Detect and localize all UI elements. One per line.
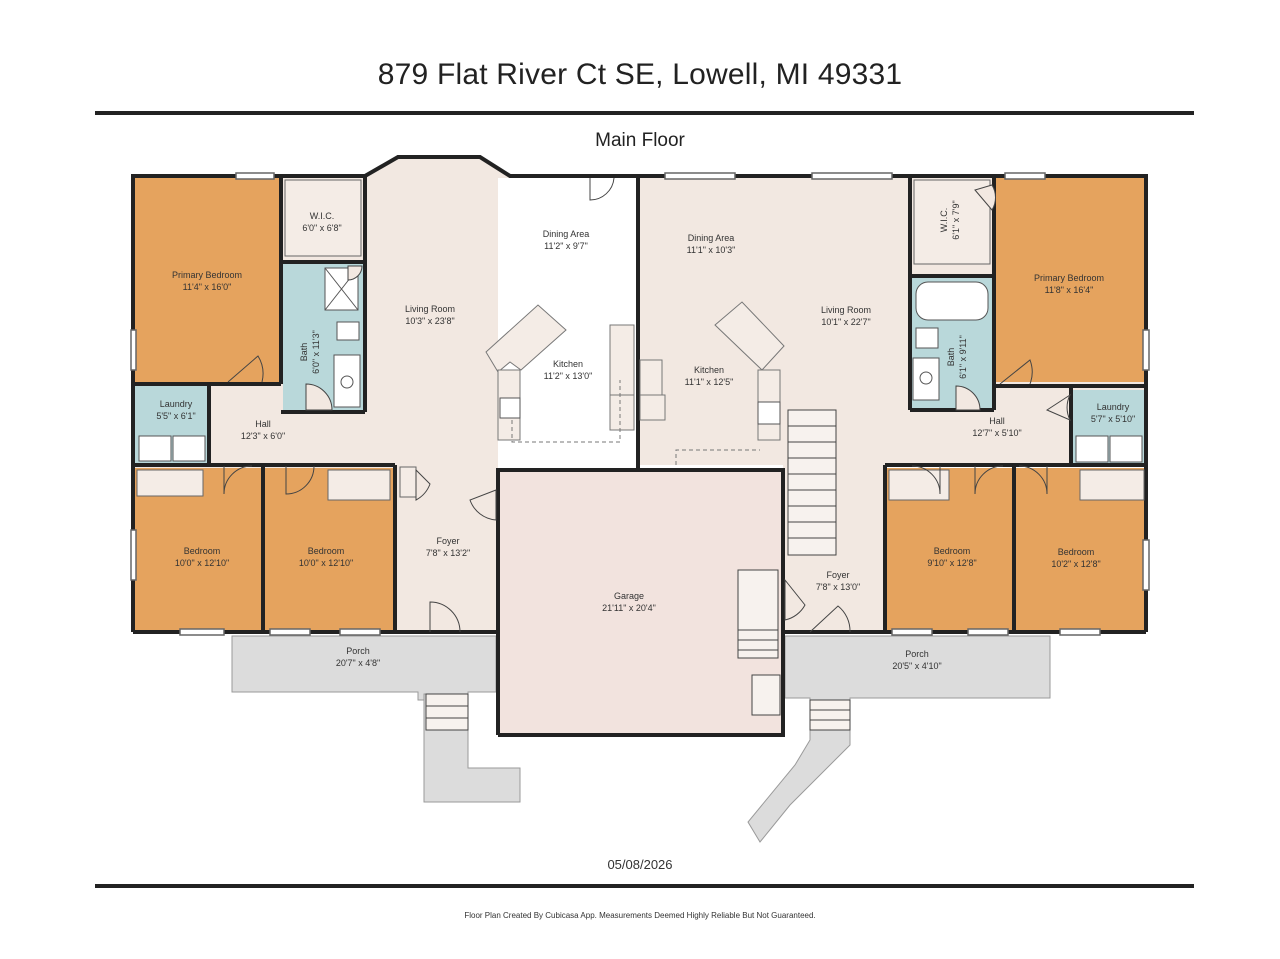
room-dimensions: 11'2" x 13'0" (544, 371, 593, 381)
room-label-garage: Garage 21'11" x 20'4" (602, 591, 656, 613)
room-label-w-foyer: Foyer 7'8" x 13'2" (426, 536, 470, 558)
room-name: Hall (989, 416, 1005, 426)
room-label-e-kitchen: Kitchen 11'1" x 12'5" (685, 365, 734, 387)
room-name: Living Room (821, 305, 871, 315)
room-label-e-laundry: Laundry 5'7" x 5'10" (1091, 402, 1135, 424)
room-name: Hall (255, 419, 271, 429)
room-dimensions: 7'8" x 13'2" (426, 548, 470, 558)
room-name: Porch (346, 646, 370, 656)
room-name: Primary Bedroom (172, 270, 242, 280)
room-dimensions: 11'1" x 12'5" (685, 377, 734, 387)
room-label-e-hall: Hall 12'7" x 5'10" (972, 416, 1021, 438)
door-leaves (305, 184, 1072, 621)
e-primary-bedroom-floor (994, 178, 1144, 382)
room-name: W.I.C. (310, 211, 335, 221)
porch-areas (231, 635, 1051, 843)
room-dimensions: 6'1" x 7'9" (951, 200, 961, 239)
room-dimensions: 21'11" x 20'4" (602, 603, 656, 613)
room-label-e-bedroom-1: Bedroom 9'10" x 12'8" (927, 546, 976, 568)
room-name: Laundry (1097, 402, 1130, 412)
footer-disclaimer: Floor Plan Created By Cubicasa App. Meas… (464, 911, 816, 920)
bath-fixtures (324, 267, 989, 408)
room-label-w-laundry: Laundry 5'5" x 6'1" (156, 399, 195, 421)
room-label-e-dining-area: Dining Area 11'1" x 10'3" (687, 233, 736, 255)
room-name: Foyer (436, 536, 459, 546)
room-label-w-bedroom-2: Bedroom 10'0" x 12'10" (299, 546, 353, 568)
room-dimensions: 10'2" x 12'8" (1051, 559, 1100, 569)
room-label-w-primary-bedroom: Primary Bedroom 11'4" x 16'0" (172, 270, 242, 292)
room-name: Bedroom (934, 546, 971, 556)
room-label-e-primary-bedroom: Primary Bedroom 11'8" x 16'4" (1034, 273, 1104, 295)
room-label-w-porch: Porch 20'7" x 4'8" (336, 646, 380, 668)
room-dimensions: 6'0" x 11'3" (311, 330, 321, 374)
room-dimensions: 5'7" x 5'10" (1091, 414, 1135, 424)
room-dimensions: 5'5" x 6'1" (156, 411, 195, 421)
plan-date: 05/08/2026 (607, 857, 673, 872)
page-title: 879 Flat River Ct SE, Lowell, MI 49331 (377, 58, 903, 91)
room-label-e-bedroom-2: Bedroom 10'2" x 12'8" (1051, 547, 1100, 569)
room-name: Primary Bedroom (1034, 273, 1104, 283)
room-dimensions: 12'3" x 6'0" (241, 431, 285, 441)
room-dimensions: 10'3" x 23'8" (405, 316, 454, 326)
room-label-w-kitchen: Kitchen 11'2" x 13'0" (544, 359, 593, 381)
bottom-divider (95, 884, 1194, 888)
room-dimensions: 11'8" x 16'4" (1045, 285, 1094, 295)
room-label-e-foyer: Foyer 7'8" x 13'0" (816, 570, 860, 592)
room-name: Living Room (405, 304, 455, 314)
closets (136, 179, 1145, 501)
w-primary-bedroom-floor (135, 178, 279, 382)
floor-label: Main Floor (595, 130, 685, 151)
room-dimensions: 10'0" x 12'10" (299, 558, 353, 568)
room-name: Kitchen (694, 365, 724, 375)
kitchen-dashed (511, 380, 760, 465)
room-name: W.I.C. (939, 208, 949, 233)
room-dimensions: 7'8" x 13'0" (816, 582, 860, 592)
room-name: Bedroom (1058, 547, 1095, 557)
windows (130, 172, 1150, 636)
room-name: Dining Area (543, 229, 590, 239)
room-name: Foyer (826, 570, 849, 580)
room-dimensions: 11'4" x 16'0" (183, 282, 232, 292)
room-label-w-bedroom-1: Bedroom 10'0" x 12'10" (175, 546, 229, 568)
garage-floor (498, 470, 783, 735)
room-label-w-hall: Hall 12'3" x 6'0" (241, 419, 285, 441)
room-label-e-living-room: Living Room 10'1" x 22'7" (821, 305, 871, 327)
room-label-e-porch: Porch 20'5" x 4'10" (892, 649, 941, 671)
room-dimensions: 10'1" x 22'7" (821, 317, 870, 327)
room-name: Kitchen (553, 359, 583, 369)
room-dimensions: 20'7" x 4'8" (336, 658, 380, 668)
doors (223, 177, 1048, 633)
room-name: Bath (946, 348, 956, 367)
room-name: Garage (614, 591, 644, 601)
room-dimensions: 11'1" x 10'3" (687, 245, 736, 255)
room-dimensions: 9'10" x 12'8" (927, 558, 976, 568)
room-label-w-dining-area: Dining Area 11'2" x 9'7" (543, 229, 590, 251)
laundry-machines (138, 435, 1143, 463)
stairs (425, 409, 851, 731)
room-name: Dining Area (688, 233, 735, 243)
room-label-w-wic: W.I.C. 6'0" x 6'8" (302, 211, 341, 233)
room-name: Bedroom (308, 546, 345, 556)
room-name: Bath (299, 343, 309, 362)
room-dimensions: 10'0" x 12'10" (175, 558, 229, 568)
room-dimensions: 6'1" x 9'11" (958, 335, 968, 379)
stovetops (499, 397, 781, 425)
room-dimensions: 20'5" x 4'10" (892, 661, 941, 671)
room-dimensions: 12'7" x 5'10" (972, 428, 1021, 438)
bay-window-floor (365, 158, 510, 178)
east-porch-floor (784, 635, 1051, 707)
room-name: Laundry (160, 399, 193, 409)
room-label-w-living-room: Living Room 10'3" x 23'8" (405, 304, 455, 326)
room-label-e-wic: W.I.C.6'1" x 7'9" (939, 200, 961, 239)
room-name: Bedroom (184, 546, 221, 556)
top-divider (95, 111, 1194, 115)
room-dimensions: 11'2" x 9'7" (544, 241, 588, 251)
room-name: Porch (905, 649, 929, 659)
room-dimensions: 6'0" x 6'8" (302, 223, 341, 233)
